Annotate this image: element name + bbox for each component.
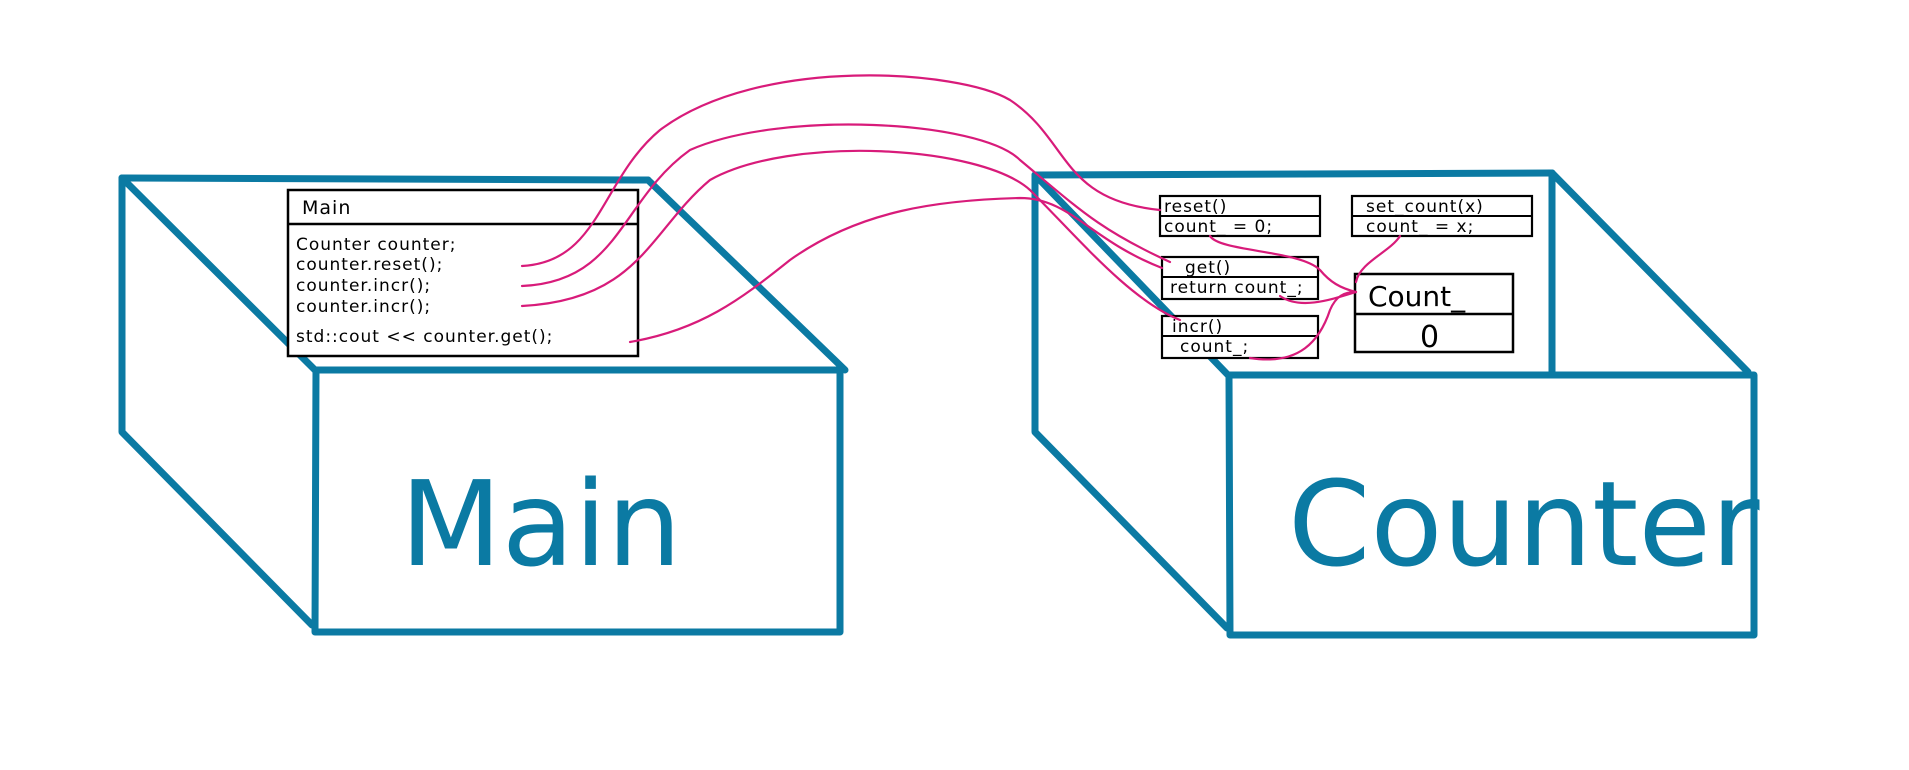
main-box-left-side	[118, 174, 316, 629]
main-line-5: std::cout << counter.get();	[296, 327, 553, 347]
wire-reset	[520, 74, 1162, 268]
wire-incr-2	[520, 149, 1182, 322]
main-box-top-diagonal	[118, 174, 319, 374]
wire-get	[628, 196, 1164, 344]
method-incr-header: incr()	[1172, 317, 1223, 337]
wire-incr-1	[520, 123, 1172, 288]
method-set-count-body: count_ = x;	[1366, 217, 1474, 237]
main-box-label: Main	[400, 455, 682, 593]
count-field-value: 0	[1420, 320, 1439, 355]
counter-box-label: Counter	[1288, 455, 1760, 593]
main-panel-title: Main	[302, 197, 351, 219]
main-box	[118, 174, 849, 636]
counter-box-right-diagonal	[1548, 169, 1752, 376]
method-reset: reset() count_ = 0;	[1158, 194, 1322, 238]
method-set-count-header: set_count(x)	[1366, 197, 1484, 217]
count-field: Count_ 0	[1353, 272, 1515, 355]
method-incr: incr() count_;	[1160, 314, 1320, 360]
main-code-panel: Main Counter counter; counter.reset(); c…	[286, 188, 640, 358]
counter-box-front-face	[1225, 371, 1758, 639]
main-box-back-edge	[118, 174, 652, 184]
method-reset-body: count_ = 0;	[1164, 217, 1273, 237]
main-box-right-diagonal	[644, 176, 849, 374]
wire-reset-to-count	[1208, 234, 1358, 294]
main-panel-frame	[286, 188, 640, 358]
count-field-name: Count_	[1368, 280, 1466, 313]
method-get: get() return count_;	[1160, 255, 1320, 301]
counter-box	[1031, 169, 1758, 639]
counter-box-left-side	[1031, 171, 1231, 632]
main-line-4: counter.incr();	[296, 297, 431, 317]
main-line-1: Counter counter;	[296, 235, 456, 255]
wire-incr-to-count	[1248, 290, 1358, 361]
main-line-2: counter.reset();	[296, 255, 443, 275]
method-incr-body: count_;	[1180, 337, 1249, 357]
method-reset-header: reset()	[1164, 197, 1227, 217]
counter-box-back-edge	[1031, 169, 1556, 179]
wire-get-to-count	[1278, 290, 1358, 305]
main-line-3: counter.incr();	[296, 276, 431, 296]
method-set-count: set_count(x) count_ = x;	[1350, 194, 1534, 238]
method-get-body: return count_;	[1170, 278, 1304, 298]
method-get-header: get()	[1185, 258, 1231, 278]
wire-set-count-to-count	[1354, 234, 1402, 284]
call-wires	[520, 74, 1402, 361]
main-box-front-face	[311, 366, 844, 636]
